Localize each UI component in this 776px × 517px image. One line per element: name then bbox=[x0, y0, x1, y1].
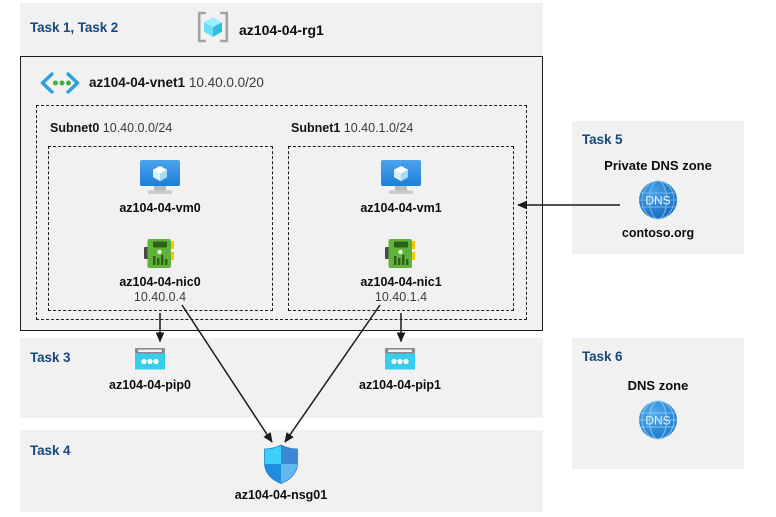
vnet-cidr: 10.40.0.0/20 bbox=[188, 75, 264, 90]
vnet-container bbox=[20, 56, 543, 331]
node-nic1[interactable]: az104-04-nic1 10.40.1.4 bbox=[316, 236, 486, 304]
task-label-1-2: Task 1, Task 2 bbox=[30, 20, 119, 35]
dns-icon-text: DNS bbox=[645, 414, 670, 428]
node-nsg[interactable]: az104-04-nsg01 bbox=[196, 443, 366, 502]
subnet0-cidr: 10.40.0.0/24 bbox=[102, 121, 173, 135]
resource-group-icon bbox=[196, 10, 230, 49]
node-vm1[interactable]: az104-04-vm1 bbox=[316, 158, 486, 215]
task-label-5: Task 5 bbox=[582, 132, 623, 147]
subnet1-name: Subnet1 bbox=[291, 121, 341, 135]
resource-group-name: az104-04-rg1 bbox=[239, 21, 324, 38]
resource-group-header: az104-04-rg1 bbox=[196, 10, 324, 49]
pip0-name: az104-04-pip0 bbox=[109, 378, 191, 392]
node-pip0[interactable]: az104-04-pip0 bbox=[65, 345, 235, 392]
node-pip1[interactable]: az104-04-pip1 bbox=[315, 345, 485, 392]
subnet1-cidr: 10.40.1.0/24 bbox=[343, 121, 414, 135]
task-label-6: Task 6 bbox=[582, 349, 623, 364]
task-label-3: Task 3 bbox=[30, 350, 71, 365]
dns-icon-text: DNS bbox=[645, 194, 670, 208]
nic1-name: az104-04-nic1 bbox=[360, 275, 442, 289]
task-label-4: Task 4 bbox=[30, 443, 71, 458]
nic1-ip: 10.40.1.4 bbox=[374, 290, 428, 304]
private-dns-name: contoso.org bbox=[621, 226, 695, 240]
node-private-dns-zone[interactable]: Private DNS zone DNS bbox=[573, 158, 743, 240]
virtual-machine-icon bbox=[75, 158, 245, 198]
vnet-title: az104-04-vnet1 10.40.0.0/20 bbox=[89, 75, 264, 90]
panel-public-ips bbox=[20, 338, 543, 418]
pip1-name: az104-04-pip1 bbox=[359, 378, 441, 392]
private-dns-heading: Private DNS zone bbox=[604, 158, 712, 173]
virtual-machine-icon bbox=[316, 158, 486, 198]
nic0-name: az104-04-nic0 bbox=[119, 275, 201, 289]
virtual-network-icon bbox=[38, 71, 82, 100]
subnet1-box bbox=[288, 146, 514, 311]
subnet1-title: Subnet1 10.40.1.0/24 bbox=[291, 121, 413, 135]
dns-zone-icon: DNS bbox=[573, 177, 743, 223]
nic0-ip: 10.40.0.4 bbox=[133, 290, 187, 304]
network-security-group-icon bbox=[196, 443, 366, 485]
network-interface-icon bbox=[316, 236, 486, 272]
vm1-name: az104-04-vm1 bbox=[360, 201, 442, 215]
subnets-container bbox=[36, 105, 527, 320]
public-ip-address-icon bbox=[65, 345, 235, 375]
vm0-name: az104-04-vm0 bbox=[119, 201, 201, 215]
node-dns-zone[interactable]: DNS zone DNS bbox=[573, 378, 743, 443]
nsg-name: az104-04-nsg01 bbox=[234, 488, 328, 502]
public-ip-address-icon bbox=[315, 345, 485, 375]
vnet-name: az104-04-vnet1 bbox=[89, 75, 186, 90]
subnet0-box bbox=[48, 146, 273, 311]
public-dns-heading: DNS zone bbox=[627, 378, 689, 393]
node-vm0[interactable]: az104-04-vm0 bbox=[75, 158, 245, 215]
subnet0-title: Subnet0 10.40.0.0/24 bbox=[50, 121, 172, 135]
subnet0-name: Subnet0 bbox=[50, 121, 100, 135]
network-interface-icon bbox=[75, 236, 245, 272]
dns-zone-icon: DNS bbox=[573, 397, 743, 443]
node-nic0[interactable]: az104-04-nic0 10.40.0.4 bbox=[75, 236, 245, 304]
